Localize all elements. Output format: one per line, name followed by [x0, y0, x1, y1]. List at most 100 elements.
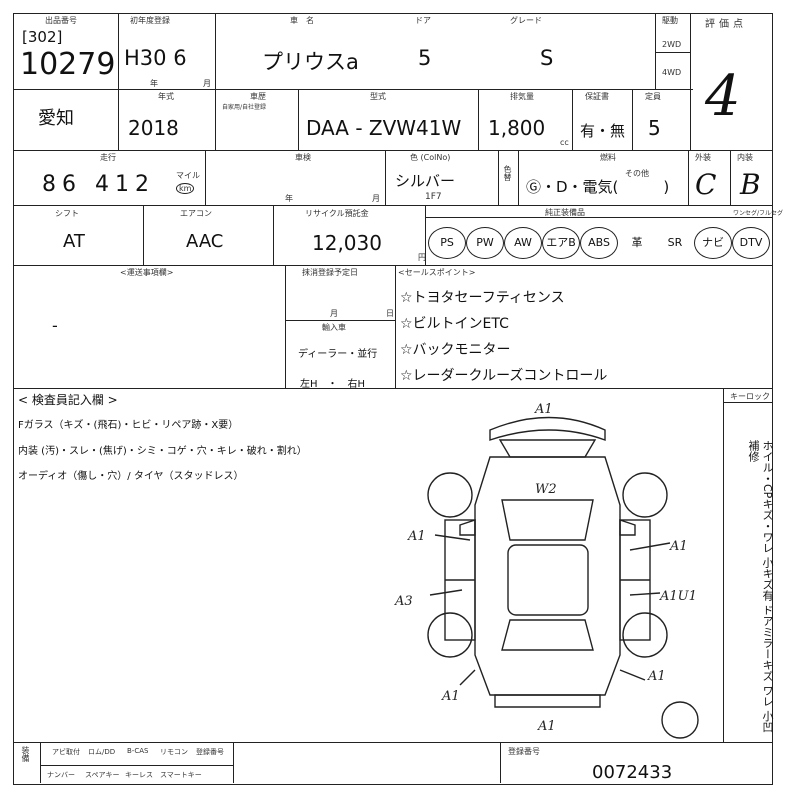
warranty-options: 有・無 [580, 122, 626, 140]
capacity: 5 [648, 116, 661, 140]
equip-ps: PS [428, 227, 466, 259]
mark-left-front: A1 [407, 529, 426, 544]
drive-2wd: 2WD [662, 40, 682, 49]
first-reg-date: H30 6 [124, 46, 187, 70]
equip-abs: ABS [580, 227, 618, 259]
exterior-label: 外装 [695, 153, 711, 162]
import-label: 輸入車 [322, 323, 346, 332]
mileage: 86 412 [42, 172, 155, 197]
car-name: プリウスa [262, 50, 359, 74]
drive-4wd: 4WD [662, 68, 682, 77]
recycle-label: リサイクル預託金 [305, 209, 369, 218]
car-name-label: 車 名 [290, 16, 314, 25]
footer-label-3: B-CAS [127, 747, 149, 755]
cert-label: 登録番号 [508, 747, 540, 756]
model-year-label: 年式 [158, 92, 174, 101]
inspection-month: 月 [372, 194, 380, 203]
exterior-grade: C [695, 168, 717, 201]
model-code: DAA - ZVW41W [306, 116, 462, 140]
inspector-label: < 検査員記入欄 > [18, 393, 118, 407]
mark-front: A1 [534, 402, 553, 417]
recycle-fee: 12,030 [312, 231, 382, 255]
ac-label: エアコン [180, 209, 212, 218]
footer-label2-2: キーレス [125, 771, 153, 779]
footer-label2-0: ナンバー [47, 771, 75, 779]
sheet-frame [13, 13, 773, 785]
yen-unit: 円 [418, 253, 426, 262]
cc-label: 排気量 [510, 92, 534, 101]
mark-rear-left: A1 [441, 689, 460, 704]
footer-label-5: 登録番号 [196, 748, 224, 756]
equip-dtv: DTV [732, 227, 770, 259]
equip-airbag: エアB [542, 227, 580, 259]
capacity-label: 定員 [645, 92, 661, 101]
inspection-year: 年 [285, 194, 293, 203]
equip-sunroof: SR [667, 236, 683, 249]
mark-right-front: A1 [669, 539, 688, 554]
equip-aw: AW [504, 227, 542, 259]
inspection-label: 車検 [295, 153, 311, 162]
equip-leather: 革 [631, 236, 643, 249]
mark-right-rear: A1U1 [659, 589, 697, 604]
fuel-label: 燃料 [600, 153, 616, 162]
equip-navi: ナビ [694, 227, 732, 259]
cc-unit: cc [560, 138, 569, 147]
km-unit: km [176, 183, 195, 194]
mark-windshield: W2 [535, 482, 557, 497]
score-value: 4 [705, 64, 741, 129]
mark-left-rear: A3 [394, 594, 413, 609]
grade-label: グレード [510, 16, 542, 25]
lot-number: 10279 [20, 47, 116, 82]
region: 愛知 [38, 108, 74, 129]
model-year: 2018 [128, 116, 179, 140]
score-label: 評価点 [705, 19, 747, 30]
cert-number: 0072433 [592, 762, 673, 783]
color-label: 色 (ColNo) [410, 153, 451, 162]
footer-label2-3: スマートキー [160, 771, 202, 779]
interior-grade: B [740, 168, 761, 201]
displacement: 1,800 [488, 116, 546, 140]
inspector-line-3: オーディオ（傷し・穴）/ タイヤ（スタッドレス） [18, 471, 244, 482]
transfer-note: - [52, 316, 58, 335]
footer-label-equip: 装備 [21, 746, 30, 762]
fuel-other: その他 [625, 169, 649, 178]
ac: AAC [186, 231, 224, 252]
interior-label: 内装 [737, 153, 753, 162]
shift-label: シフト [55, 209, 79, 218]
grade: S [540, 46, 554, 70]
equipment-list: PS PW AW エアB ABS 革 SR ナビ DTV [428, 227, 773, 261]
history-sub: 自家用/自社登録 [222, 104, 267, 111]
color-change-label: 色替 [503, 165, 512, 181]
mile-unit: マイル [176, 171, 200, 180]
inspector-line-2: 内装 (汚)・スレ・(焦げ)・シミ・コゲ・穴・キレ・破れ・割れ） [18, 446, 307, 457]
transfer-label: <運送事項欄> [120, 268, 174, 277]
import-type: ディーラー・並行 [298, 349, 378, 360]
deregister-month: 月 [330, 309, 338, 318]
sales-point-3: ☆バックモニター [400, 342, 511, 358]
color: シルバー [395, 172, 456, 190]
tv-label: ワンセグ/フルセグ [733, 210, 784, 217]
sales-point-4: ☆レーダークルーズコントロール [400, 368, 608, 384]
drive-label: 駆動 [662, 16, 678, 25]
handle-side: 左H ・ 右H [300, 379, 366, 390]
footer-label2-1: スペアキー [85, 771, 120, 779]
first-reg-label: 初年度登録 [130, 16, 170, 25]
fuel-options: Ⓖ・D・電気( ) [526, 178, 670, 196]
mark-rear-right: A1 [647, 669, 666, 684]
history-label: 車歴 [250, 92, 266, 101]
car-damage-diagram: A1 W2 A1 A1 A3 A1U1 A1 A1 A1 [394, 402, 699, 739]
equip-label: 純正装備品 [545, 208, 585, 217]
sales-point-2: ☆ビルトインETC [400, 316, 509, 332]
footer-label-2: ロム/DD [88, 748, 116, 756]
shift: AT [63, 231, 85, 252]
year-unit: 年 [150, 79, 158, 88]
inspector-line-1: Fガラス（キズ・(飛石)・ヒビ・リペア跡・X要） [18, 420, 239, 431]
sales-point-1: ☆トヨタセーフティセンス [400, 290, 565, 306]
deregister-label: 抹消登録予定日 [302, 268, 358, 277]
exhibit-label: 出品番号 [45, 16, 77, 25]
door-count: 5 [418, 46, 432, 70]
mileage-label: 走行 [100, 153, 116, 162]
type-label: 型式 [370, 92, 386, 101]
door-label: ドア [415, 16, 431, 25]
deregister-day: 日 [386, 309, 394, 318]
